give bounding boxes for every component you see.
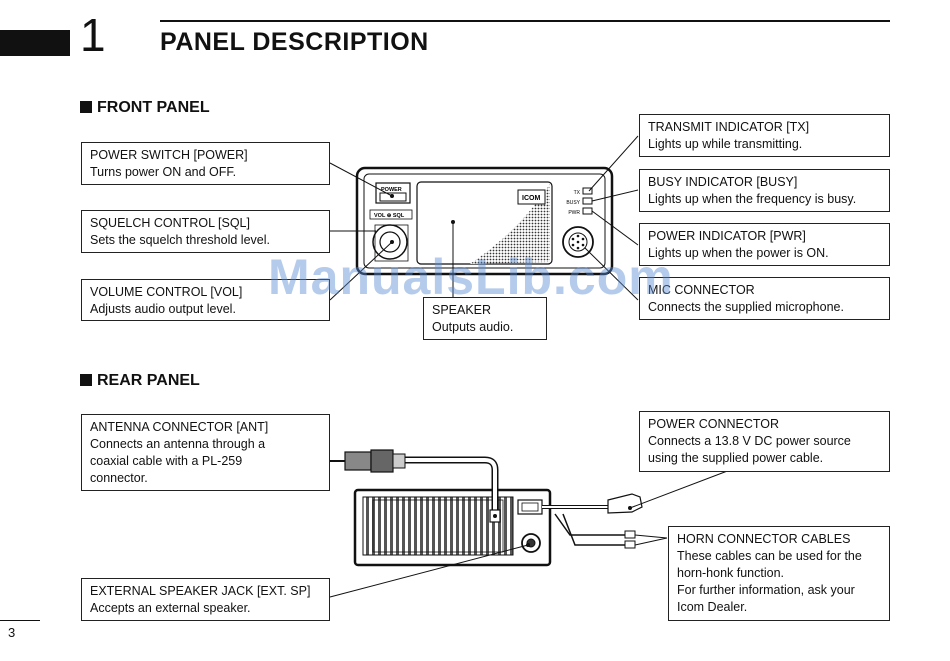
callout-desc: Outputs audio. bbox=[432, 320, 514, 334]
rear-panel-device bbox=[330, 449, 643, 567]
callout-power-connector: POWER CONNECTOR Connects a 13.8 V DC pow… bbox=[639, 411, 890, 472]
callout-desc-line: connector. bbox=[90, 471, 148, 485]
bullet-square bbox=[80, 101, 92, 113]
callout-desc: Accepts an external speaker. bbox=[90, 601, 251, 615]
chapter-tab bbox=[0, 30, 70, 56]
page-title: PANEL DESCRIPTION bbox=[160, 28, 429, 56]
callout-title: TRANSMIT INDICATOR [TX] bbox=[648, 120, 810, 134]
callout-desc-line: horn-honk function. bbox=[677, 566, 785, 580]
callout-external-speaker-jack: EXTERNAL SPEAKER JACK [EXT. SP] Accepts … bbox=[81, 578, 330, 621]
callout-desc: Lights up while transmitting. bbox=[648, 137, 803, 151]
callout-desc: Sets the squelch threshold level. bbox=[90, 233, 270, 247]
callout-desc: Lights up when the power is ON. bbox=[648, 246, 829, 260]
callout-desc-line: using the supplied power cable. bbox=[648, 451, 824, 465]
rear-leader-lines bbox=[329, 469, 731, 598]
callout-title: EXTERNAL SPEAKER JACK [EXT. SP] bbox=[90, 584, 311, 598]
front-panel-heading: FRONT PANEL bbox=[80, 99, 210, 117]
callout-desc-line: These cables can be used for the bbox=[677, 549, 862, 563]
callout-title: SQUELCH CONTROL [SQL] bbox=[90, 216, 250, 230]
watermark: ManualsLib.com bbox=[268, 249, 674, 305]
callout-horn-connector-cables: HORN CONNECTOR CABLES These cables can b… bbox=[668, 526, 890, 621]
callout-desc-line: Connects an antenna through a bbox=[90, 437, 266, 451]
callout-title: HORN CONNECTOR CABLES bbox=[677, 532, 851, 546]
front-leader-lines bbox=[329, 135, 639, 301]
callout-desc: Turns power ON and OFF. bbox=[90, 165, 237, 179]
callout-desc: Connects the supplied microphone. bbox=[648, 300, 844, 314]
callout-power-indicator: POWER INDICATOR [PWR] Lights up when the… bbox=[639, 223, 890, 266]
callout-title: ANTENNA CONNECTOR [ANT] bbox=[90, 420, 269, 434]
callout-desc: Lights up when the frequency is busy. bbox=[648, 192, 857, 206]
rear-panel-heading-text: REAR PANEL bbox=[97, 372, 200, 389]
title-rule bbox=[160, 20, 890, 22]
callout-title: VOLUME CONTROL [VOL] bbox=[90, 285, 243, 299]
callout-speaker: SPEAKER Outputs audio. bbox=[423, 297, 547, 340]
callout-antenna-connector: ANTENNA CONNECTOR [ANT] Connects an ante… bbox=[81, 414, 330, 491]
callout-title: MIC CONNECTOR bbox=[648, 283, 755, 297]
front-panel-heading-text: FRONT PANEL bbox=[97, 99, 210, 116]
callout-desc-line: Connects a 13.8 V DC power source bbox=[648, 434, 851, 448]
callout-desc-line: Icom Dealer. bbox=[677, 600, 748, 614]
callout-title: POWER INDICATOR [PWR] bbox=[648, 229, 806, 243]
device-busy-label: BUSY bbox=[566, 200, 580, 206]
callout-squelch: SQUELCH CONTROL [SQL] Sets the squelch t… bbox=[81, 210, 330, 253]
device-vol-sql-label: VOL ⊕ SQL bbox=[374, 213, 405, 219]
callout-desc-line: coaxial cable with a PL-259 bbox=[90, 454, 243, 468]
rear-panel-heading: REAR PANEL bbox=[80, 372, 200, 390]
page-number-rule bbox=[0, 620, 40, 621]
callout-title: SPEAKER bbox=[432, 303, 492, 317]
callout-desc: Adjusts audio output level. bbox=[90, 302, 236, 316]
chapter-number: 1 bbox=[80, 9, 106, 61]
callout-title: BUSY INDICATOR [BUSY] bbox=[648, 175, 798, 189]
device-pwr-label: PWR bbox=[568, 210, 580, 216]
callout-transmit-indicator: TRANSMIT INDICATOR [TX] Lights up while … bbox=[639, 114, 890, 157]
callout-desc-line: For further information, ask your bbox=[677, 583, 855, 597]
callout-title: POWER CONNECTOR bbox=[648, 417, 780, 431]
device-power-label: POWER bbox=[381, 187, 402, 193]
device-tx-label: TX bbox=[574, 190, 581, 196]
icom-logo: ICOM bbox=[522, 195, 540, 202]
callout-mic-connector: MIC CONNECTOR Connects the supplied micr… bbox=[639, 277, 890, 320]
callout-busy-indicator: BUSY INDICATOR [BUSY] Lights up when the… bbox=[639, 169, 890, 212]
bullet-square bbox=[80, 374, 92, 386]
front-panel-device bbox=[355, 166, 614, 276]
callout-power-switch: POWER SWITCH [POWER] Turns power ON and … bbox=[81, 142, 330, 185]
page-number: 3 bbox=[8, 625, 16, 640]
callout-volume: VOLUME CONTROL [VOL] Adjusts audio outpu… bbox=[81, 279, 330, 321]
callout-title: POWER SWITCH [POWER] bbox=[90, 148, 248, 162]
